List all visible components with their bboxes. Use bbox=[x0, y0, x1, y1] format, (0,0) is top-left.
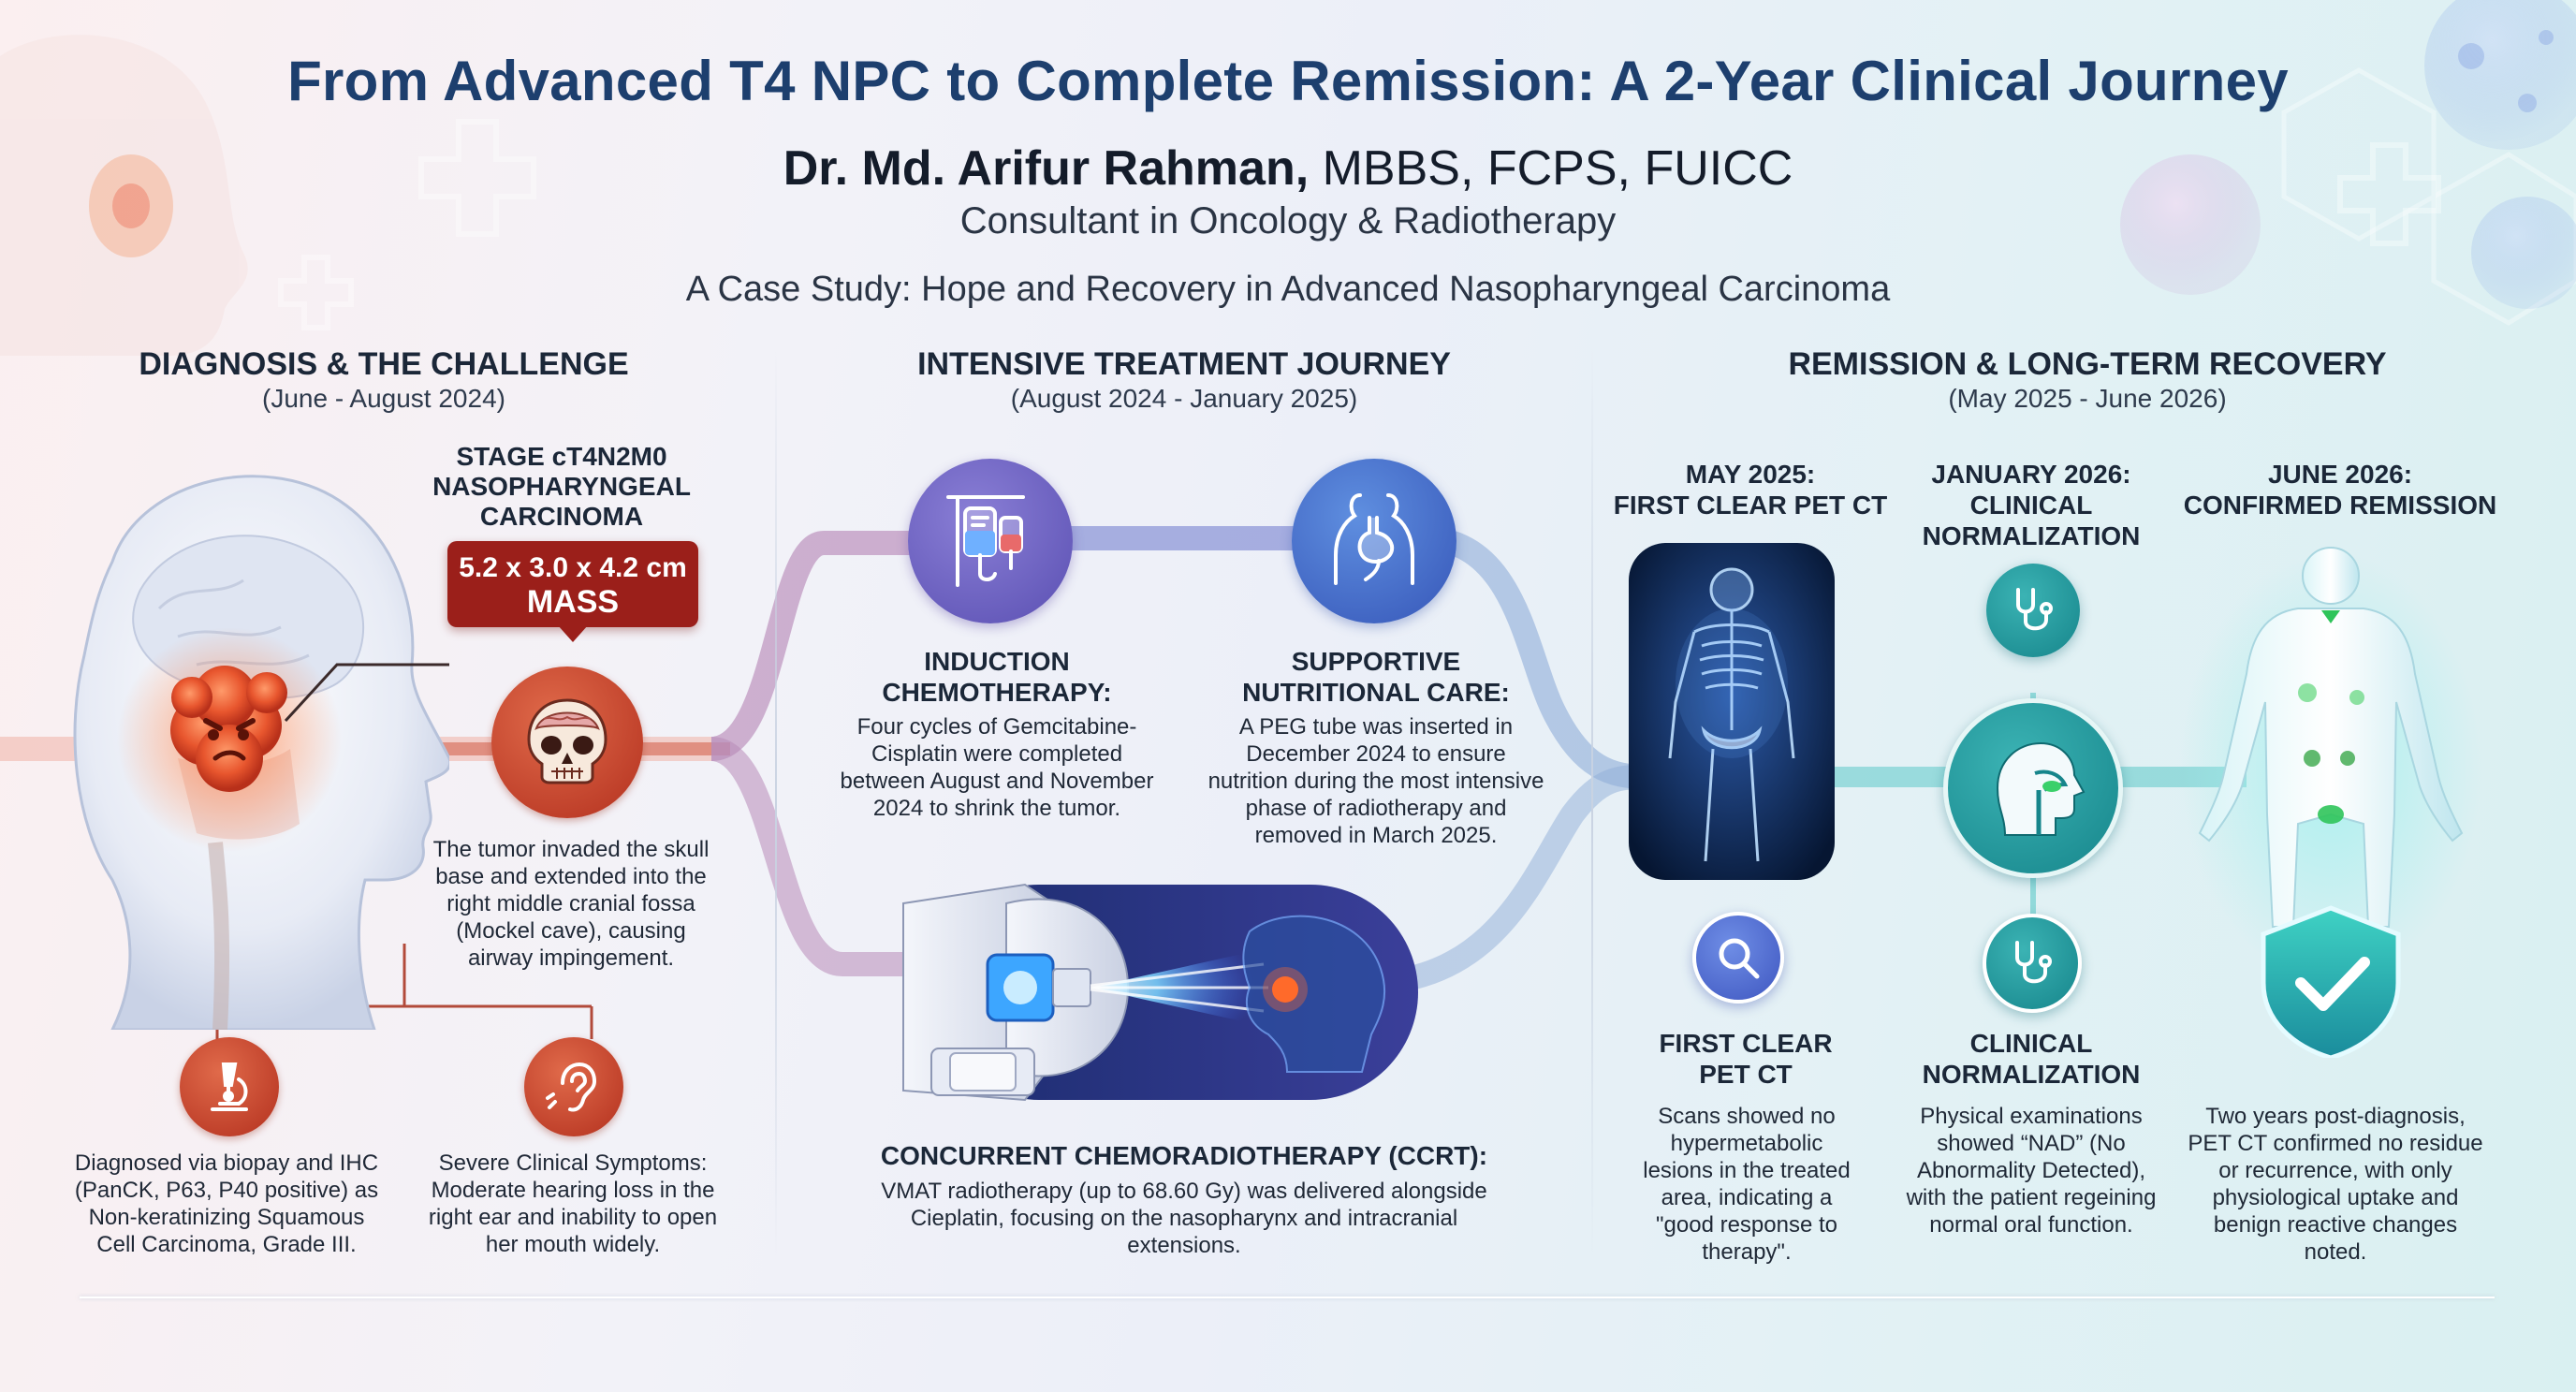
head-radiation-icon bbox=[1242, 915, 1386, 1073]
clinical-normalization-heading: CLINICAL NORMALIZATION bbox=[1922, 1029, 2141, 1089]
ccrt-text: VMAT radiotherapy (up to 68.60 Gy) was d… bbox=[881, 1179, 1487, 1258]
author-credentials: MBBS, FCPS, FUICC bbox=[1309, 141, 1793, 196]
case-subtitle: A Case Study: Hope and Recovery in Advan… bbox=[685, 270, 1891, 309]
stethoscope-icon bbox=[1986, 564, 2080, 657]
divider-left bbox=[775, 346, 777, 1264]
stethoscope-icon-2 bbox=[1983, 914, 2082, 1013]
treatment-upper-path bbox=[710, 530, 917, 761]
skull-icon bbox=[491, 667, 643, 818]
body-glow-icon bbox=[2181, 547, 2481, 1058]
supportive-text: A PEG tube was inserted in December 2024… bbox=[1208, 714, 1544, 848]
remission-dates: (May 2025 - June 2026) bbox=[1948, 384, 2227, 413]
stage-label: STAGE cT4N2M0 NASOPHARYNGEAL CARCINOMA bbox=[432, 442, 691, 531]
remission-title: REMISSION & LONG-TERM RECOVERY bbox=[1788, 346, 2387, 382]
treatment-dates: (August 2024 - January 2025) bbox=[1010, 384, 1358, 413]
magnifier-icon bbox=[1692, 912, 1784, 1004]
hexagon-decor bbox=[2281, 67, 2576, 326]
author-role: Consultant in Oncology & Radiotherapy bbox=[959, 200, 1617, 242]
biopsy-diagnosis-text: Diagnosed via biopay and IHC (PanCK, P63… bbox=[74, 1150, 379, 1257]
treatment-lower-path bbox=[710, 737, 917, 976]
mass-word: MASS bbox=[526, 584, 620, 620]
xray-skeleton-icon bbox=[1629, 543, 1835, 880]
ear-icon bbox=[524, 1037, 623, 1136]
ccrt-heading: CONCURRENT CHEMORADIOTHERAPY (CCRT): bbox=[880, 1141, 1488, 1170]
badge-pointer bbox=[558, 625, 588, 642]
mass-size: 5.2 x 3.0 x 4.2 cm bbox=[459, 552, 687, 583]
confirmed-remission-text: Two years post-diagnosis, PET CT confirm… bbox=[2188, 1104, 2483, 1265]
stomach-icon bbox=[1292, 459, 1456, 623]
induction-text: Four cycles of Gemcitabine-Cisplatin wer… bbox=[840, 714, 1154, 821]
may-2025-heading: MAY 2025: FIRST CLEAR PET CT bbox=[1613, 460, 1888, 520]
head-tumor-icon bbox=[73, 475, 449, 1030]
medical-cross-icon bbox=[278, 119, 2441, 330]
author-line: Dr. Md. Arifur Rahman, MBBS, FCPS, FUICC bbox=[0, 140, 2576, 197]
linac-machine-icon bbox=[902, 883, 1418, 1102]
clinical-symptoms-text: Severe Clinical Symptoms: Moderate heari… bbox=[428, 1150, 718, 1257]
author-name: Dr. Md. Arifur Rahman, bbox=[783, 141, 1310, 196]
shield-check-icon bbox=[2261, 905, 2401, 1058]
faded-head-icon bbox=[0, 35, 248, 357]
footer-divider bbox=[80, 1297, 2495, 1298]
divider-right bbox=[1591, 346, 1593, 1264]
iv-bag-icon bbox=[908, 459, 1073, 623]
induction-heading: INDUCTION CHEMOTHERAPY: bbox=[882, 647, 1112, 707]
diagnosis-title: DIAGNOSIS & THE CHALLENGE bbox=[139, 346, 629, 382]
head-profile-icon bbox=[1943, 698, 2123, 878]
treatment-title: INTENSIVE TREATMENT JOURNEY bbox=[917, 346, 1451, 382]
tumor-invasion-text: The tumor invaded the skull base and ext… bbox=[432, 837, 710, 971]
jan-2026-heading: JANUARY 2026: CLINICAL NORMALIZATION bbox=[1922, 460, 2141, 550]
supportive-heading: SUPPORTIVE NUTRITIONAL CARE: bbox=[1242, 647, 1510, 707]
microscope-icon bbox=[180, 1037, 279, 1136]
jun-2026-heading: JUNE 2026: CONFIRMED REMISSION bbox=[2183, 460, 2497, 520]
mass-size-badge: 5.2 x 3.0 x 4.2 cm MASS bbox=[447, 541, 698, 627]
pet-ct-text: Scans showed no hypermetabolic lesions i… bbox=[1643, 1104, 1851, 1265]
pet-ct-heading: FIRST CLEAR PET CT bbox=[1659, 1029, 1833, 1089]
page-title: From Advanced T4 NPC to Complete Remissi… bbox=[287, 50, 2289, 112]
cell-decor-icon bbox=[2120, 0, 2576, 309]
diagnosis-dates: (June - August 2024) bbox=[262, 384, 505, 413]
clinical-normalization-text: Physical examinations showed “NAD” (No A… bbox=[1906, 1104, 2157, 1238]
tumor-mass-icon bbox=[170, 666, 287, 792]
